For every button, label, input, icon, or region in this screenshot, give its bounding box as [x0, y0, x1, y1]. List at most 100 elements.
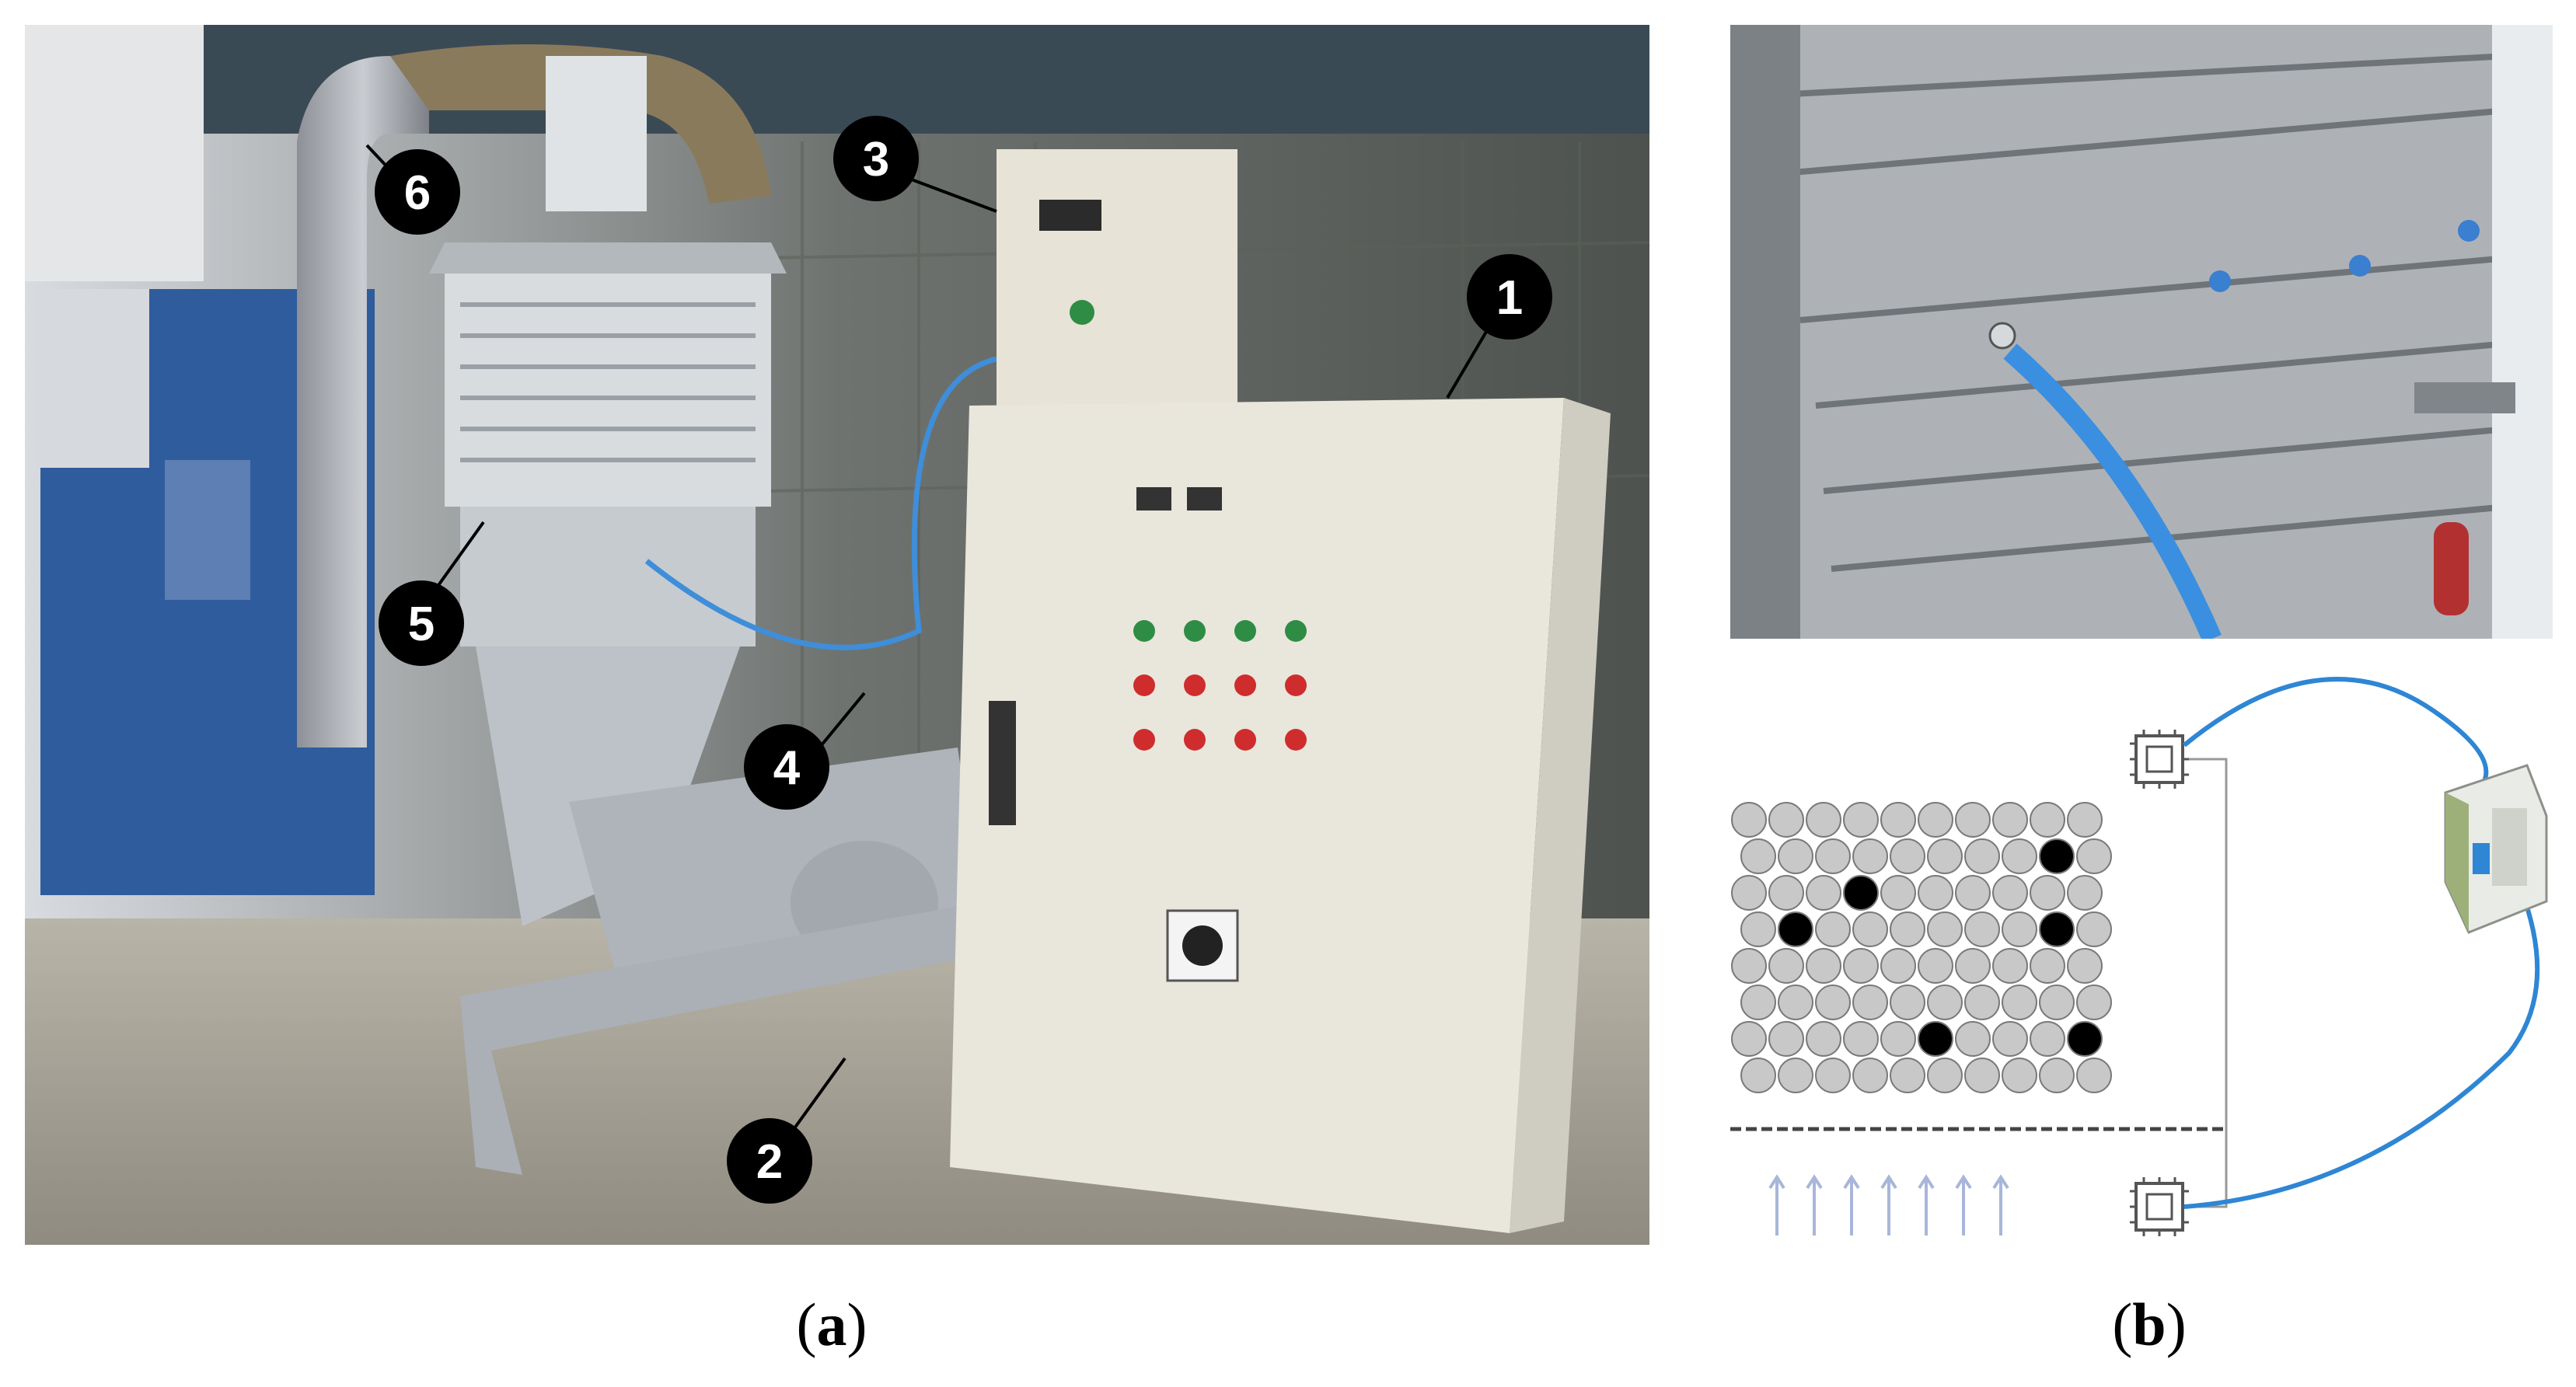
bed-particle [2039, 984, 2075, 1020]
bed-particle [1927, 984, 1963, 1020]
machine-photo: 1 2 3 4 5 6 [25, 25, 1649, 1245]
bed-particle [1852, 984, 1888, 1020]
callout-3: 3 [833, 116, 919, 201]
top-sensor-cable [2183, 677, 2489, 782]
bed-particle [2067, 948, 2103, 984]
bed-particle [2076, 984, 2112, 1020]
bed-particle [1740, 1058, 1776, 1093]
bed-particle [1955, 1021, 1991, 1057]
svg-text:6: 6 [404, 166, 431, 220]
bed-particle [1880, 802, 1916, 838]
bed-particle [1880, 948, 1916, 984]
bed-particle [1918, 875, 1953, 911]
din-rail-module-icon [2444, 764, 2548, 934]
bed-particle [2030, 1021, 2065, 1057]
bed-particle [1955, 948, 1991, 984]
top-sensor-chip-icon [2130, 730, 2189, 789]
bed-particle [1768, 1021, 1804, 1057]
airflow-arrow-icon [1880, 1174, 1897, 1235]
photo-panel-b-closeup [1730, 25, 2553, 639]
airflow-arrow-icon [1843, 1174, 1860, 1235]
particle-bed-diagram [1730, 677, 2548, 1236]
bed-particle [2076, 911, 2112, 947]
bed-particle [1880, 875, 1916, 911]
callout-4: 4 [744, 724, 829, 810]
bed-particle [1890, 1058, 1925, 1093]
bed-particle [1740, 838, 1776, 874]
tracer-particle [2067, 1021, 2103, 1057]
bed-particle [2030, 948, 2065, 984]
svg-text:1: 1 [1496, 271, 1523, 325]
bed-particle [1778, 838, 1813, 874]
bed-particle [1731, 802, 1767, 838]
svg-text:2: 2 [756, 1135, 783, 1189]
bed-particle [1992, 1021, 2028, 1057]
bed-particle [1815, 1058, 1851, 1093]
sensor-closeup-photo [1730, 25, 2553, 639]
bed-particle [1852, 1058, 1888, 1093]
photo-panel-a: 1 2 3 4 5 6 [25, 25, 1649, 1245]
sensor-bracket-line [2187, 758, 2228, 1208]
airflow-arrows [1768, 1174, 2009, 1235]
airflow-arrow-icon [1806, 1174, 1823, 1235]
bed-particle [2076, 1058, 2112, 1093]
bed-particle [2067, 802, 2103, 838]
bed-particle [1768, 948, 1804, 984]
bed-particle [1806, 802, 1841, 838]
tracer-particle [2039, 911, 2075, 947]
bed-particle [2030, 802, 2065, 838]
bed-particle [1955, 802, 1991, 838]
bed-particle [1918, 802, 1953, 838]
caption-b: (b) [2112, 1291, 2187, 1358]
bed-particle [1731, 1021, 1767, 1057]
bed-particle [2067, 875, 2103, 911]
bed-particle [1964, 1058, 2000, 1093]
callout-2: 2 [727, 1118, 812, 1204]
tracer-particle [1778, 911, 1813, 947]
svg-text:4: 4 [773, 741, 801, 795]
bed-particle [1815, 984, 1851, 1020]
bed-particle [1964, 838, 2000, 874]
bed-particle [1992, 875, 2028, 911]
callout-5: 5 [379, 580, 464, 666]
bed-particle [1740, 984, 1776, 1020]
bed-particle [1890, 984, 1925, 1020]
airflow-arrow-icon [1768, 1174, 1785, 1235]
bed-particle [1927, 1058, 1963, 1093]
tracer-particle [1918, 1021, 1953, 1057]
bed-particle [2039, 1058, 2075, 1093]
bed-particle [1843, 1021, 1879, 1057]
bottom-sensor-cable [2183, 842, 2540, 1209]
bed-particle [2002, 1058, 2037, 1093]
bed-particle [1806, 1021, 1841, 1057]
bed-particle [1880, 1021, 1916, 1057]
bed-particle [1740, 911, 1776, 947]
bed-particle [1731, 875, 1767, 911]
bed-particle [1955, 875, 1991, 911]
airflow-arrow-icon [1918, 1174, 1935, 1235]
bed-particle [1927, 838, 1963, 874]
tracer-particle [2039, 838, 2075, 874]
bed-particle [2002, 838, 2037, 874]
particle-bed [1731, 802, 2112, 1093]
bed-particle [1992, 802, 2028, 838]
bed-particle [1768, 802, 1804, 838]
bed-particle [1927, 911, 1963, 947]
airflow-arrow-icon [1992, 1174, 2009, 1235]
bed-particle [1778, 1058, 1813, 1093]
bed-particle [1768, 875, 1804, 911]
bed-particle [1843, 948, 1879, 984]
bed-particle [1806, 875, 1841, 911]
bed-particle [1964, 911, 2000, 947]
bed-particle [1778, 984, 1813, 1020]
svg-text:5: 5 [408, 598, 435, 651]
callout-6: 6 [375, 149, 460, 235]
bed-particle [1843, 802, 1879, 838]
tracer-particle [1843, 875, 1879, 911]
bed-particle [1964, 984, 2000, 1020]
caption-a: (a) [796, 1291, 867, 1358]
airflow-arrow-icon [1955, 1174, 1972, 1235]
bed-particle [2002, 984, 2037, 1020]
bed-particle [1890, 911, 1925, 947]
bed-particle [1815, 911, 1851, 947]
